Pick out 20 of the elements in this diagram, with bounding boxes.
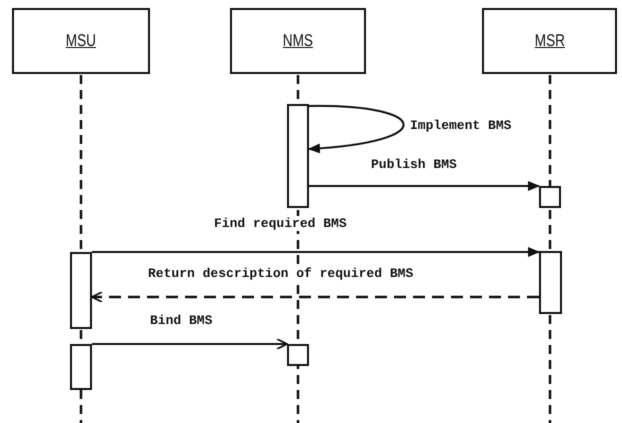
activation-bar xyxy=(539,251,562,314)
self-message-arrow xyxy=(308,105,404,154)
participant-label: MSR xyxy=(534,31,565,51)
activation-box xyxy=(539,186,561,208)
edge-label: Return description of required BMS xyxy=(146,266,416,281)
activation-bar xyxy=(70,252,92,329)
participant-label: NMS xyxy=(282,31,314,51)
activation-bar xyxy=(70,344,92,390)
activation-box xyxy=(287,344,309,366)
message-arrow xyxy=(92,247,540,257)
participant-box xyxy=(482,8,617,74)
participant-label: MSU xyxy=(66,31,96,51)
message-arrow xyxy=(309,181,540,191)
return-message-arrow xyxy=(91,291,539,303)
edge-label: Implement BMS xyxy=(408,118,514,133)
participant-box xyxy=(12,8,150,74)
activation-bar xyxy=(287,104,309,208)
participant-box xyxy=(230,8,366,74)
message-arrow xyxy=(92,338,288,350)
edge-label: Find required BMS xyxy=(212,216,349,231)
